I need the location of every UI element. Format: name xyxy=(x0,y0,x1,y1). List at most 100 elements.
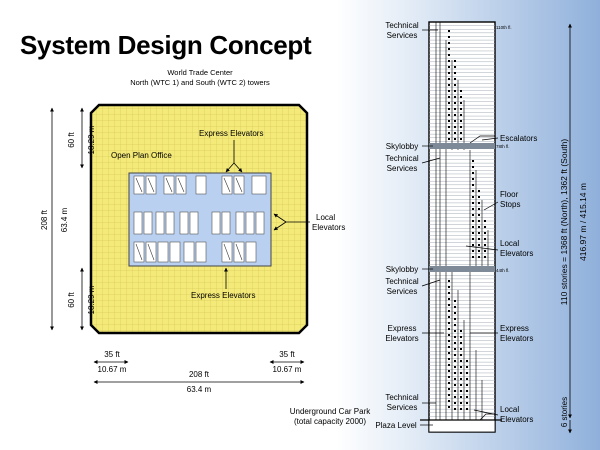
stop-marker xyxy=(472,256,474,258)
stop-marker xyxy=(454,72,456,74)
stop-marker xyxy=(448,400,450,402)
stop-marker xyxy=(448,328,450,330)
plaza-level-label: Plaza Level xyxy=(375,421,417,430)
stop-marker xyxy=(448,102,450,104)
subtitle-line-1: World Trade Center xyxy=(167,68,233,77)
basement-label: 6 stories xyxy=(560,397,569,427)
stop-marker xyxy=(472,250,474,252)
stop-marker xyxy=(460,390,462,392)
stop-marker xyxy=(454,318,456,320)
stop-marker xyxy=(448,322,450,324)
stop-marker xyxy=(472,238,474,240)
stop-marker xyxy=(448,310,450,312)
section-leaders-left xyxy=(420,29,444,426)
stop-marker xyxy=(466,372,468,374)
stop-marker xyxy=(454,360,456,362)
stop-marker xyxy=(466,396,468,398)
stop-marker xyxy=(454,366,456,368)
stop-marker xyxy=(460,114,462,116)
stop-marker xyxy=(454,132,456,134)
stop-marker xyxy=(448,382,450,384)
stop-marker xyxy=(454,114,456,116)
stop-marker xyxy=(460,408,462,410)
bottom-dimension-lines xyxy=(93,360,305,384)
stop-marker xyxy=(460,90,462,92)
express-elevators-top-label: Express Elevators xyxy=(199,129,263,138)
stop-marker xyxy=(460,126,462,128)
stop-marker xyxy=(478,250,480,252)
stop-marker xyxy=(448,364,450,366)
stop-marker xyxy=(472,166,474,168)
dim-left-bottom-ft: 60 ft xyxy=(67,291,76,307)
stop-marker xyxy=(454,126,456,128)
express-elevators-bottom-label: Express Elevators xyxy=(191,291,255,300)
car-park-line2: (total capacity 2000) xyxy=(294,417,366,426)
express-elevators-left-line1: Express xyxy=(388,324,417,333)
local-elevators-mid-line1: Local xyxy=(500,239,519,248)
stop-marker xyxy=(478,238,480,240)
height-label-line1: 110 stories = 1368 ft (North), 1362 ft (… xyxy=(559,139,569,306)
technical-services-4-line2: Services xyxy=(387,403,418,412)
stop-marker xyxy=(472,214,474,216)
stop-marker xyxy=(478,244,480,246)
stop-marker xyxy=(448,376,450,378)
height-label-line2: 416.97 m / 415.14 m xyxy=(578,183,588,261)
local-elevators-bottom-line1: Local xyxy=(500,405,519,414)
dim-left-top-ft: 60 ft xyxy=(67,131,76,147)
stop-marker xyxy=(478,190,480,192)
stop-marker xyxy=(460,102,462,104)
dim-left-total-m: 63.4 m xyxy=(60,207,69,232)
express-elevators-right-line2: Elevators xyxy=(500,334,533,343)
stop-marker xyxy=(454,96,456,98)
stop-marker xyxy=(448,304,450,306)
stop-marker xyxy=(448,340,450,342)
technical-services-2-line1: Technical xyxy=(385,154,419,163)
stop-marker xyxy=(448,352,450,354)
escalator-ramp-top xyxy=(469,135,495,144)
stop-marker xyxy=(466,360,468,362)
stop-marker xyxy=(484,220,486,222)
dim-left-top-m: 18.29 m xyxy=(87,125,96,154)
dim-bottom-right-m: 10.67 m xyxy=(273,365,302,374)
stop-marker xyxy=(448,298,450,300)
floor-plan xyxy=(89,103,309,335)
stop-marker xyxy=(454,120,456,122)
stop-marker xyxy=(484,226,486,228)
stop-marker xyxy=(454,306,456,308)
stop-marker xyxy=(466,378,468,380)
stop-marker xyxy=(478,220,480,222)
stop-marker xyxy=(472,172,474,174)
stop-marker xyxy=(484,244,486,246)
open-plan-office-label: Open Plan Office xyxy=(111,151,172,160)
stop-marker xyxy=(448,114,450,116)
floor-stops-line1: Floor xyxy=(500,190,519,199)
stop-marker xyxy=(472,244,474,246)
stop-marker xyxy=(454,300,456,302)
stop-marker xyxy=(454,102,456,104)
stop-marker xyxy=(448,72,450,74)
shaft-hatching xyxy=(135,177,243,261)
technical-services-3-line1: Technical xyxy=(385,277,419,286)
stop-marker xyxy=(448,108,450,110)
stop-marker xyxy=(454,408,456,410)
stop-marker xyxy=(448,54,450,56)
basement-block xyxy=(428,419,496,433)
local-elevators-mid-line2: Elevators xyxy=(500,249,533,258)
stop-marker xyxy=(460,360,462,362)
stop-marker xyxy=(454,372,456,374)
stop-marker xyxy=(466,366,468,368)
dim-bottom-left-m: 10.67 m xyxy=(98,365,127,374)
stop-marker xyxy=(454,138,456,140)
stop-marker xyxy=(472,232,474,234)
stop-marker xyxy=(472,178,474,180)
stop-marker xyxy=(472,184,474,186)
stop-marker xyxy=(448,316,450,318)
express-elevators-right-line1: Express xyxy=(500,324,529,333)
stop-marker xyxy=(484,256,486,258)
technical-services-4-line1: Technical xyxy=(385,393,419,402)
stop-marker xyxy=(448,90,450,92)
stop-marker xyxy=(460,330,462,332)
car-park-line1: Underground Car Park xyxy=(290,407,371,416)
stop-marker xyxy=(448,280,450,282)
